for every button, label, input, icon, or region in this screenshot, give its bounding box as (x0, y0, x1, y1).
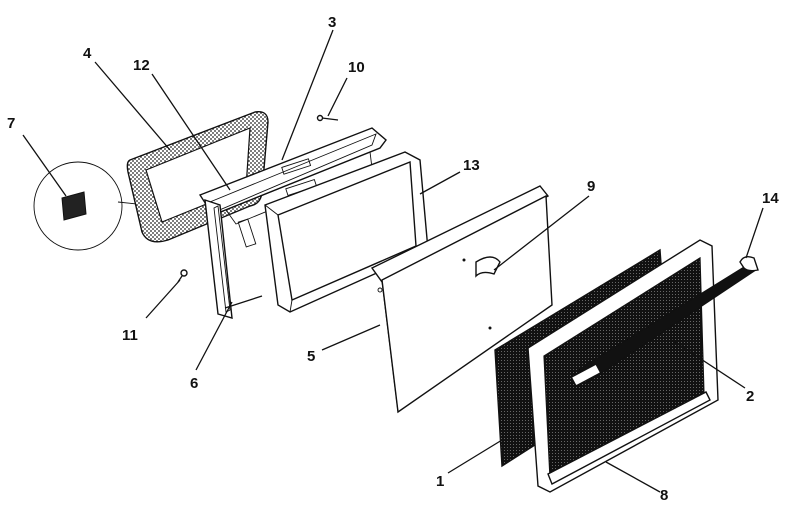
callout-9: 9 (587, 178, 595, 195)
part-4-gasket (126, 111, 269, 243)
callout-13: 13 (463, 157, 480, 174)
part-12-inner-frame (198, 127, 387, 319)
callout-14: 14 (762, 190, 779, 207)
part-2-handle (570, 255, 759, 387)
callout-5: 5 (307, 348, 315, 365)
leader-lines (22, 29, 764, 493)
callout-2: 2 (746, 388, 754, 405)
callout-11: 11 (122, 327, 138, 344)
callout-10: 10 (348, 59, 365, 76)
callout-4: 4 (83, 45, 92, 62)
callout-1: 1 (436, 473, 444, 490)
callout-12: 12 (133, 57, 150, 74)
callout-6: 6 (190, 375, 198, 392)
part-5-door-panel (370, 185, 553, 414)
callout-7: 7 (7, 115, 15, 132)
callout-3: 3 (328, 14, 336, 31)
callout-8: 8 (660, 487, 668, 504)
part-10-screw (316, 114, 339, 122)
part-8-outer-frame (527, 239, 719, 493)
